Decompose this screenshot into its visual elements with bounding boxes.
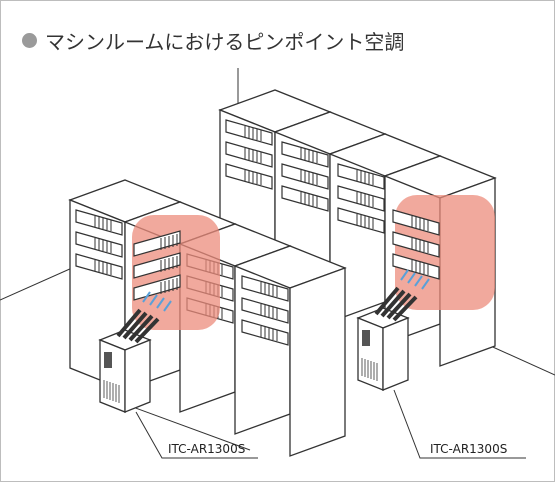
leader-lines: [135, 389, 526, 459]
circle-bullet-icon: [22, 33, 37, 48]
diagram-title: マシンルームにおけるピンポイント空調: [22, 26, 404, 55]
hotspot-right: [395, 195, 495, 310]
unit-label-left: ITC-AR1300S: [168, 442, 245, 456]
airflow-right: [400, 269, 430, 290]
spot-cooler-right: [356, 286, 418, 391]
diagram-title-text: マシンルームにおけるピンポイント空調: [45, 30, 405, 54]
unit-label-right: ITC-AR1300S: [430, 442, 507, 456]
airflow-left: [142, 291, 172, 312]
spot-cooler-left: [98, 308, 160, 413]
